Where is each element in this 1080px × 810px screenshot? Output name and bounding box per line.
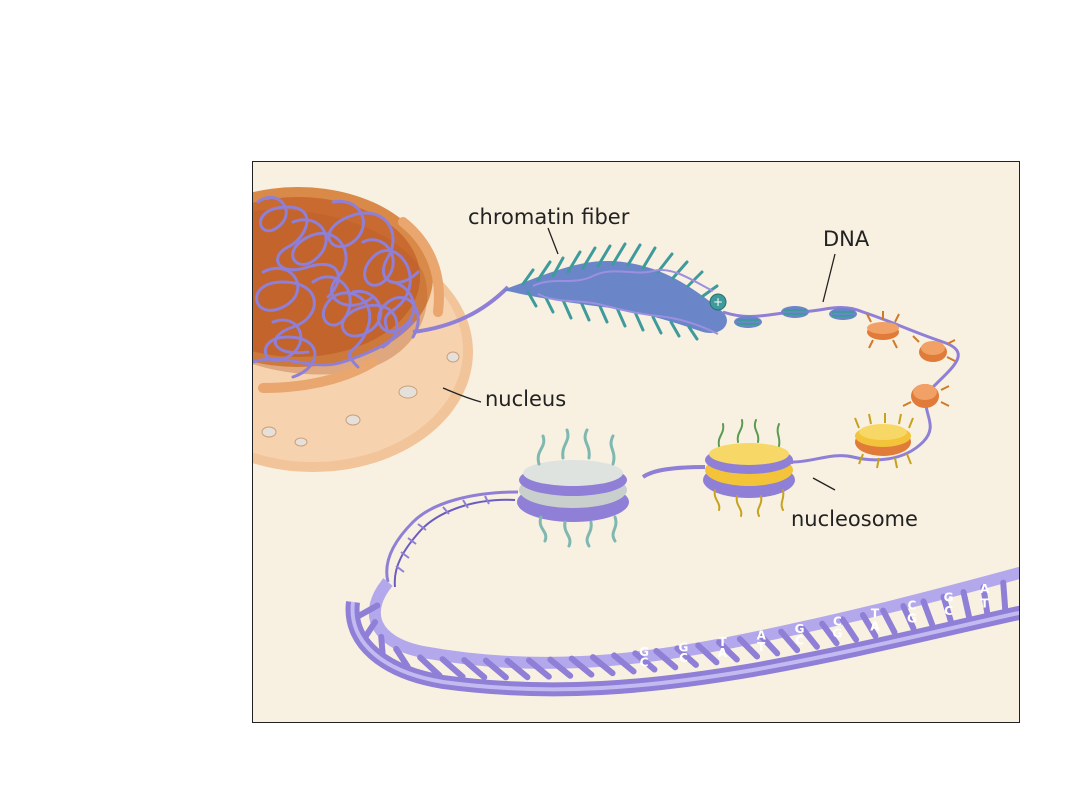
- dna-rung: [920, 598, 936, 628]
- dna-rung: [940, 593, 954, 624]
- base-pair-top: T: [871, 607, 880, 621]
- dna-rung: [880, 607, 898, 636]
- dna-rung: [611, 652, 637, 675]
- base-pair-top: T: [718, 635, 727, 649]
- dna-rung: [819, 620, 840, 647]
- base-pair-bottom: C: [640, 656, 649, 670]
- chromatin-fiber: +: [503, 242, 727, 341]
- dna-rung: [525, 657, 552, 680]
- base-pair-top: A: [757, 629, 767, 643]
- nucleosome-large-yellow: [703, 419, 795, 517]
- dna-rung: [736, 635, 761, 660]
- dna-rung: [547, 656, 574, 679]
- dna-rung: [757, 632, 781, 657]
- nucleosome-large-gray: [517, 428, 706, 548]
- base-pair-bottom: G: [907, 612, 917, 626]
- base-pair-top: G: [639, 645, 649, 659]
- dna-rung: [504, 657, 531, 681]
- dna-rung: [798, 624, 820, 650]
- teal-nucleosomes: [734, 306, 857, 328]
- dna-rung: [589, 654, 616, 677]
- base-pair-top: G: [944, 590, 954, 604]
- dna-rung: [393, 645, 411, 670]
- base-pair-bottom: T: [980, 596, 989, 610]
- svg-text:+: +: [713, 295, 723, 309]
- dna-rung: [859, 612, 879, 639]
- label-nucleosome: nucleosome: [791, 507, 918, 531]
- diagram-canvas: +: [253, 162, 1019, 722]
- base-pair-bottom: C: [679, 651, 688, 665]
- orange-nucleosomes: [866, 311, 956, 408]
- label-nucleus: nucleus: [485, 387, 566, 411]
- dna-rung: [980, 584, 991, 617]
- base-pair-bottom: A: [718, 646, 728, 660]
- leader-dna: [822, 253, 836, 303]
- dna-rung: [900, 603, 917, 632]
- base-pair-top: G: [679, 640, 689, 654]
- leader-nucleus: [442, 387, 482, 403]
- dna-rung: [1000, 579, 1009, 613]
- base-pair-top: A: [980, 582, 990, 596]
- dna-rung: [695, 642, 720, 666]
- dna-rung: [674, 645, 699, 668]
- dna-rung: [653, 647, 679, 671]
- chromatin-diagram: +: [252, 161, 1020, 723]
- yellow-orange-nucleosome: [854, 413, 914, 469]
- dna-rungs: [351, 579, 1009, 681]
- base-pair-bottom: T: [757, 640, 766, 654]
- double-helix-thin: [385, 490, 519, 588]
- base-pair-bottom: A: [870, 619, 880, 633]
- base-pair-bottom: C: [944, 604, 953, 618]
- base-pair-top: C: [908, 599, 917, 613]
- dna-rung: [461, 657, 488, 681]
- dna-thread: [722, 306, 960, 469]
- dna-rung: [716, 639, 740, 663]
- dna-rung: [632, 650, 658, 673]
- label-dna: DNA: [823, 227, 870, 251]
- base-pair-top: G: [795, 622, 805, 636]
- base-pair-top: C: [833, 614, 842, 628]
- dna-rung: [778, 628, 801, 654]
- dna-rung: [839, 616, 860, 643]
- dna-rung: [568, 655, 595, 678]
- dna-rung: [417, 654, 443, 679]
- dna-rung: [378, 633, 386, 658]
- dna-rung: [960, 589, 973, 621]
- label-chromatin-fiber: chromatin fiber: [468, 205, 630, 229]
- leader-lines: [442, 227, 836, 491]
- nucleus-cell: [253, 187, 510, 472]
- dna-rung: [482, 657, 509, 681]
- leader-nucleosome: [812, 477, 836, 491]
- leader-chromatin-fiber: [547, 227, 559, 255]
- base-pair-bottom: C: [795, 634, 804, 648]
- base-pair-bottom: G: [833, 627, 843, 641]
- dna-rung: [439, 656, 466, 680]
